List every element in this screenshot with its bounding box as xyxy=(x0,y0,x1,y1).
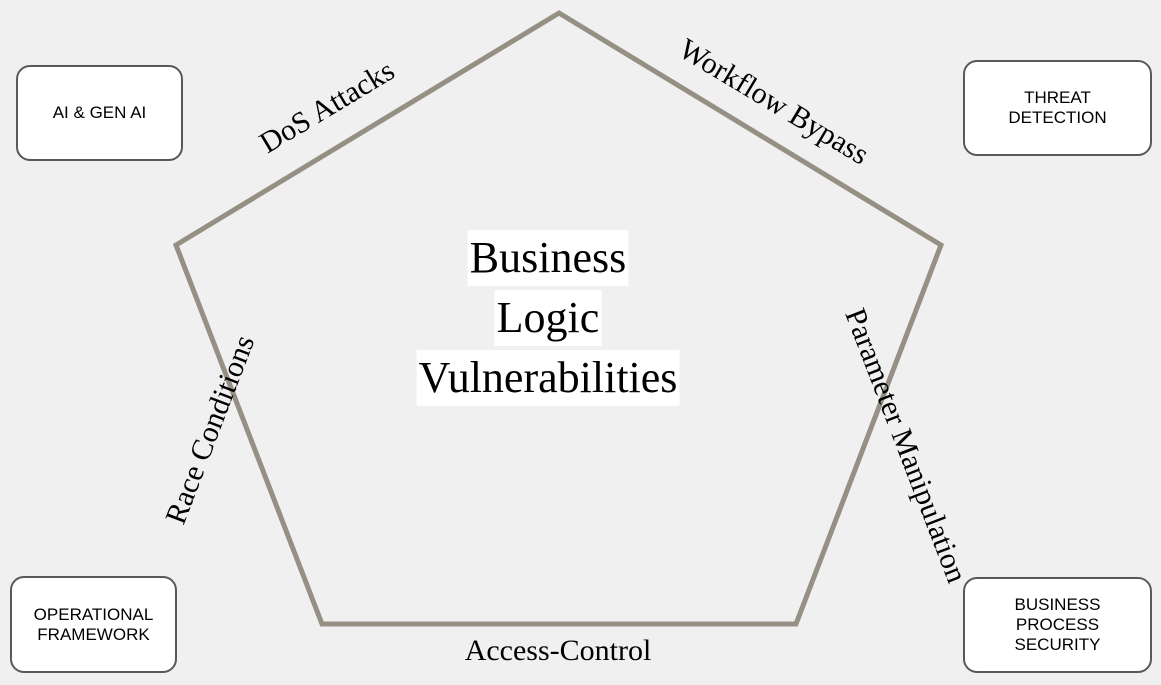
pentagon-shape xyxy=(172,10,945,627)
edge-label-parameter-manipulation: Parameter Manipulation xyxy=(838,304,973,587)
title-line-vulnerabilities: Vulnerabilities xyxy=(416,350,680,406)
operational-framework-line-1: OPERATIONAL xyxy=(33,604,154,624)
business-process-security-line-1: BUSINESS xyxy=(1014,595,1101,614)
threat-detection-line-2: DETECTION xyxy=(1008,108,1107,127)
business-process-security-box: BUSINESS PROCESS SECURITY xyxy=(963,577,1152,673)
operational-framework-box: OPERATIONAL FRAMEWORK xyxy=(10,576,177,673)
ai-gen-ai-label: AI & GEN AI xyxy=(52,103,147,122)
threat-detection-line-1: THREAT xyxy=(1024,88,1091,107)
ai-gen-ai-box: AI & GEN AI xyxy=(16,65,183,161)
edge-label-access-control: Access-Control xyxy=(465,634,652,667)
edge-label-dos-attacks: DoS Attacks xyxy=(254,54,400,160)
business-process-security-line-3: SECURITY xyxy=(1014,635,1101,654)
threat-detection-box: THREAT DETECTION xyxy=(963,60,1152,156)
title-line-business: Business xyxy=(467,230,629,286)
operational-framework-line-2: FRAMEWORK xyxy=(37,624,150,644)
center-title: Business Logic Vulnerabilities xyxy=(416,230,680,410)
business-process-security-line-2: PROCESS xyxy=(1015,615,1100,634)
title-line-logic: Logic xyxy=(494,290,602,346)
